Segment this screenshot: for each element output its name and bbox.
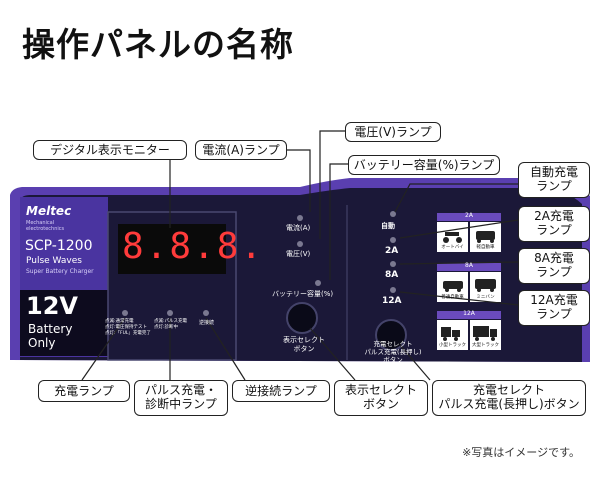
- pulse-lamp: [167, 310, 173, 316]
- reverse-lamp: [203, 310, 209, 316]
- mode-8a-label: 8A: [385, 270, 399, 280]
- mode-2a-label: 2A: [385, 246, 399, 256]
- brand-sub2: electrotechnics: [26, 226, 65, 232]
- icon-minivan-label: ミニバン: [476, 295, 495, 300]
- callout-charge-select: 充電セレクトパルス充電(長押し)ボタン: [432, 380, 586, 416]
- brand-logo: Meltec: [26, 204, 72, 218]
- display-button-label: 表示セレクトボタン: [283, 336, 325, 353]
- brand-sub1: Mechanical: [26, 220, 55, 226]
- callout-charge-8a: 8A充電ランプ: [518, 248, 590, 284]
- display-digits: 8.8.8.: [122, 226, 265, 267]
- current-lamp-label: 電流(A): [286, 224, 311, 232]
- group-8a-header: 8A: [465, 262, 473, 269]
- callout-digital-display: デジタル表示モニター: [33, 140, 187, 160]
- auto-lamp: [390, 211, 396, 217]
- callout-display-select: 表示セレクトボタン: [334, 380, 428, 416]
- mode-auto-label: 自動: [381, 222, 395, 230]
- model-name: SCP-1200: [25, 238, 93, 254]
- callout-current-lamp: 電流(A)ランプ: [195, 140, 287, 160]
- charge-lamp-text: 点滅:通常充電点灯:電圧保持テスト点灯:「FUL」充電完了: [105, 319, 151, 336]
- group-2a-header: 2A: [465, 212, 473, 219]
- pulse-lamp-text: 点滅:パルス充電点灯:診断中: [154, 319, 188, 330]
- voltage-plate: [20, 290, 108, 356]
- callout-battery-lamp: バッテリー容量(%)ランプ: [348, 155, 500, 175]
- charge-button-label: 充電セレクトパルス充電(長押し)ボタン: [364, 340, 422, 364]
- voltage-lamp-label: 電圧(V): [286, 250, 311, 258]
- callout-auto-charge: 自動充電ランプ: [518, 162, 590, 198]
- model-line2: Super Battery Charger: [26, 268, 94, 275]
- display-select-button: [286, 302, 318, 334]
- battery-lamp: [315, 280, 321, 286]
- voltage-lamp: [297, 241, 303, 247]
- voltage-line1: Battery: [28, 322, 73, 336]
- callout-charge-lamp: 充電ランプ: [38, 380, 130, 402]
- callout-reverse-lamp: 逆接続ランプ: [232, 380, 330, 402]
- lamp-12a: [390, 287, 396, 293]
- group-12a-header: 12A: [463, 310, 475, 317]
- lamp-2a: [390, 237, 396, 243]
- icon-motorcycle-label: オートバイ: [441, 245, 464, 250]
- page-title: 操作パネルの名称: [22, 25, 294, 64]
- charge-select-button: [375, 319, 407, 351]
- icon-large-truck-label: 大型トラック: [472, 343, 499, 348]
- charge-lamp: [122, 310, 128, 316]
- battery-lamp-label: バッテリー容量(%): [272, 290, 334, 298]
- image-note: ※写真はイメージです。: [462, 446, 580, 459]
- mode-12a-label: 12A: [382, 296, 402, 306]
- digital-display: [118, 224, 226, 274]
- icon-car-label: 普通自動車: [441, 295, 464, 300]
- voltage-value: 12V: [26, 292, 78, 320]
- current-lamp: [297, 215, 303, 221]
- callout-charge-12a: 12A充電ランプ: [518, 290, 590, 326]
- callout-voltage-lamp: 電圧(V)ランプ: [345, 122, 441, 142]
- model-line1: Pulse Waves: [26, 256, 82, 266]
- reverse-lamp-text: 逆接続: [199, 320, 215, 326]
- icon-small-truck-label: 小型トラック: [439, 343, 466, 348]
- icon-kei-car-label: 軽自動車: [476, 245, 495, 250]
- voltage-line2: Only: [28, 336, 56, 350]
- callout-pulse-lamp: パルス充電・診断中ランプ: [134, 380, 228, 416]
- lamp-8a: [390, 261, 396, 267]
- callout-charge-2a: 2A充電ランプ: [518, 206, 590, 242]
